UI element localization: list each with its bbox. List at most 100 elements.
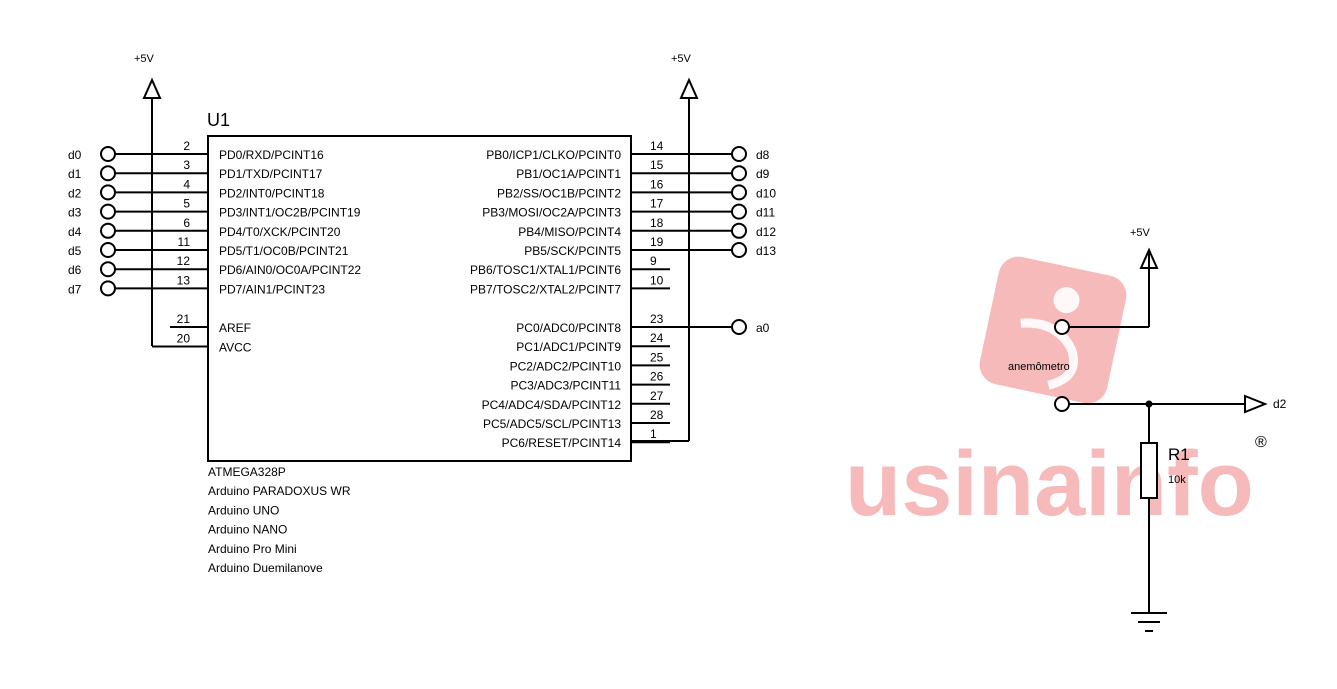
right-supply-label: +5V — [671, 53, 692, 65]
pin-name: PC6/RESET/PCINT14 — [502, 436, 622, 450]
sensor-supply-label: +5V — [1130, 227, 1151, 239]
chip-description-line: Arduino UNO — [208, 503, 279, 517]
pin-number: 3 — [183, 158, 190, 172]
pin-name: PB0/ICP1/CLKO/PCINT0 — [486, 148, 621, 162]
chip-description-line: Arduino NANO — [208, 523, 287, 537]
terminal-icon — [100, 203, 116, 220]
sensor-circuit: +5V anemômetro d2 R1 10k — [1008, 227, 1287, 632]
pin-number: 4 — [183, 177, 190, 191]
terminal-icon — [731, 319, 747, 335]
pin-number: 13 — [177, 273, 191, 287]
pin-number: 28 — [650, 408, 664, 422]
net-label: d8 — [756, 148, 770, 162]
net-label: d6 — [68, 263, 82, 277]
pin-number: 24 — [650, 331, 664, 345]
pin-number: 9 — [650, 254, 657, 268]
pin-name: PB7/TOSC2/XTAL2/PCINT7 — [470, 282, 621, 296]
pin-number: 16 — [650, 177, 664, 191]
pin-number: 6 — [183, 216, 190, 230]
supply-arrow-icon — [679, 77, 699, 99]
net-label: a0 — [756, 321, 770, 335]
pin-name: PD1/TXD/PCINT17 — [219, 167, 323, 181]
pin-number: 5 — [183, 197, 190, 211]
terminal-icon — [100, 280, 116, 297]
pin-name: AREF — [219, 321, 251, 335]
pin-number: 21 — [177, 312, 191, 326]
net-label: d10 — [756, 186, 776, 200]
net-label: d13 — [756, 244, 776, 258]
pin-number: 19 — [650, 235, 664, 249]
ground-icon — [1131, 612, 1167, 632]
sensor-terminal-bottom — [1054, 396, 1070, 412]
pin-number: 2 — [183, 139, 190, 153]
pin-number: 14 — [650, 139, 664, 153]
pin-name: PC4/ADC4/SDA/PCINT12 — [482, 398, 622, 412]
pin-name: PB6/TOSC1/XTAL1/PCINT6 — [470, 263, 621, 277]
pin-number: 15 — [650, 158, 664, 172]
pin-name: PB4/MISO/PCINT4 — [518, 225, 621, 239]
terminal-icon — [731, 222, 747, 239]
resistor-value-label: 10k — [1168, 474, 1186, 486]
pin-name: PC0/ADC0/PCINT8 — [516, 321, 621, 335]
pin-number: 17 — [650, 197, 664, 211]
pin-name: PD3/INT1/OC2B/PCINT19 — [219, 206, 361, 220]
terminal-icon — [100, 222, 116, 239]
chip-description-line: Arduino Pro Mini — [208, 542, 297, 556]
watermark-badge — [979, 256, 1127, 404]
net-label: d7 — [68, 282, 82, 296]
pin-name: PD0/RXD/PCINT16 — [219, 148, 324, 162]
pin-name: PD4/T0/XCK/PCINT20 — [219, 225, 341, 239]
resistor-r1 — [1140, 442, 1158, 499]
watermark-logo: usinainfo ® — [845, 256, 1267, 535]
pin-name: PC1/ADC1/PCINT9 — [516, 340, 621, 354]
net-label: d11 — [756, 206, 775, 220]
pin-number: 25 — [650, 350, 664, 364]
pin-number: 1 — [650, 427, 657, 441]
pin-number: 12 — [177, 254, 191, 268]
pin-name: PC2/ADC2/PCINT10 — [510, 359, 622, 373]
pin-name: PB1/OC1A/PCINT1 — [516, 167, 621, 181]
terminal-icon — [100, 146, 116, 162]
watermark-registered-mark: ® — [1255, 434, 1267, 451]
sensor-terminal-top — [1054, 319, 1070, 335]
left-supply: +5V — [134, 53, 162, 346]
watermark-text: usinainfo — [845, 433, 1254, 535]
pin-number: 18 — [650, 216, 664, 230]
supply-arrow-icon — [142, 77, 162, 99]
terminal-icon — [731, 203, 747, 220]
pin-name: PB3/MOSI/OC2A/PCINT3 — [482, 206, 621, 220]
net-label: d12 — [756, 225, 776, 239]
terminal-icon — [731, 146, 747, 162]
net-label: d5 — [68, 244, 82, 258]
pin-name: PB5/SCK/PCINT5 — [524, 244, 621, 258]
net-label: d3 — [68, 206, 82, 220]
terminal-icon — [100, 184, 116, 201]
output-arrow-icon — [1244, 394, 1268, 414]
pin-name: PC3/ADC3/PCINT11 — [511, 379, 622, 393]
pin-number: 20 — [177, 332, 191, 346]
net-label: d1 — [68, 167, 82, 181]
pin-number: 11 — [178, 235, 191, 249]
terminal-icon — [731, 184, 747, 201]
net-label: d0 — [68, 148, 82, 162]
pin-name: PC5/ADC5/SCL/PCINT13 — [483, 417, 621, 431]
pin-number: 27 — [650, 389, 664, 403]
resistor-ref-label: R1 — [1168, 445, 1190, 464]
right-supply: +5V — [632, 53, 699, 442]
